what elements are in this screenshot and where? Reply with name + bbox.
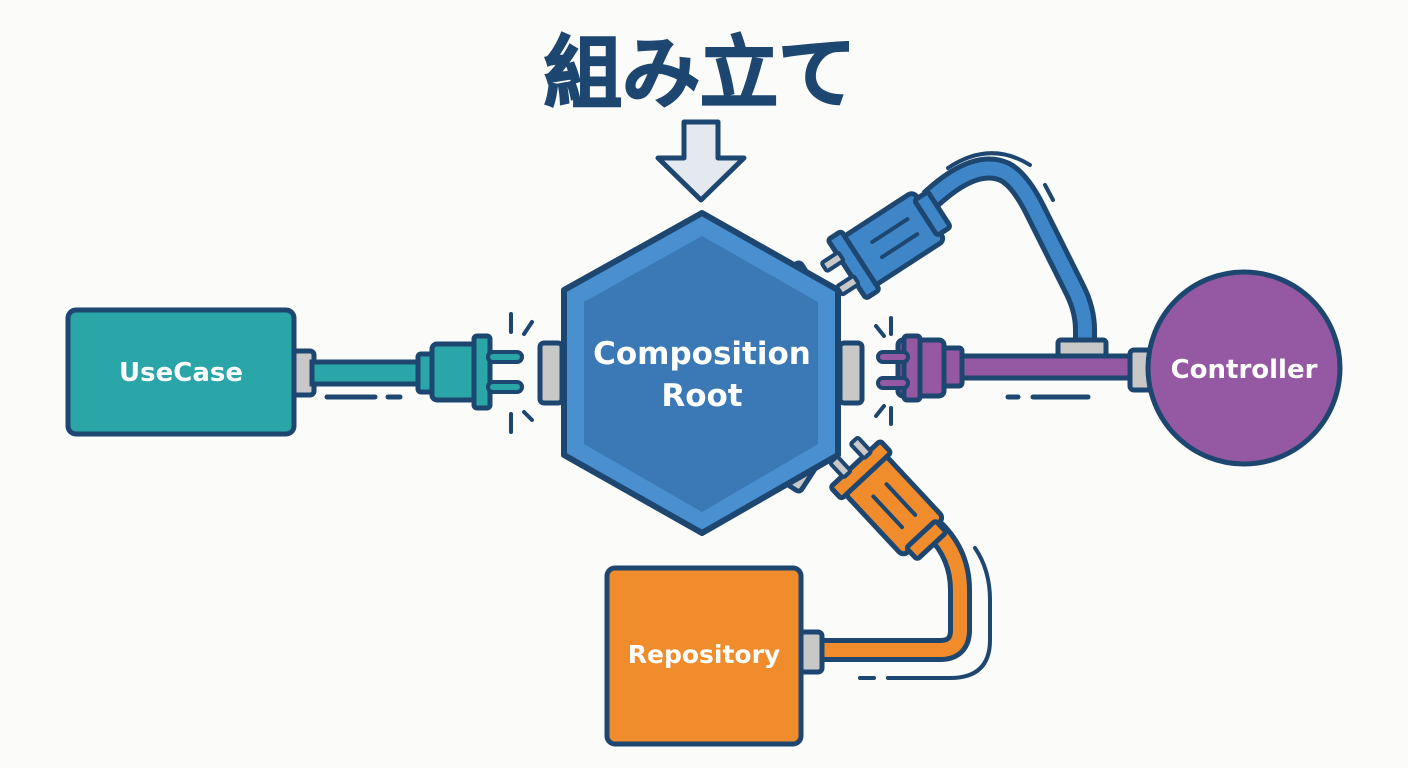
repository-label: Repository [628, 640, 780, 669]
down-arrow-icon [655, 119, 747, 203]
hub-label-line2: Root [661, 378, 742, 414]
repository-node: Repository [604, 565, 804, 747]
usecase-label: UseCase [119, 358, 243, 388]
controller-label: Controller [1171, 355, 1318, 385]
controller-node: Controller [1145, 269, 1343, 467]
repository-cable [795, 436, 992, 680]
diagram-title: 組み立て [544, 29, 856, 119]
usecase-node: UseCase [65, 307, 297, 437]
composition-root-hub: Composition Root [537, 210, 865, 536]
controller-cable [874, 316, 1155, 426]
blue-cable [820, 151, 1109, 359]
usecase-cable [289, 312, 534, 434]
hub-label-line1: Composition [593, 336, 811, 372]
